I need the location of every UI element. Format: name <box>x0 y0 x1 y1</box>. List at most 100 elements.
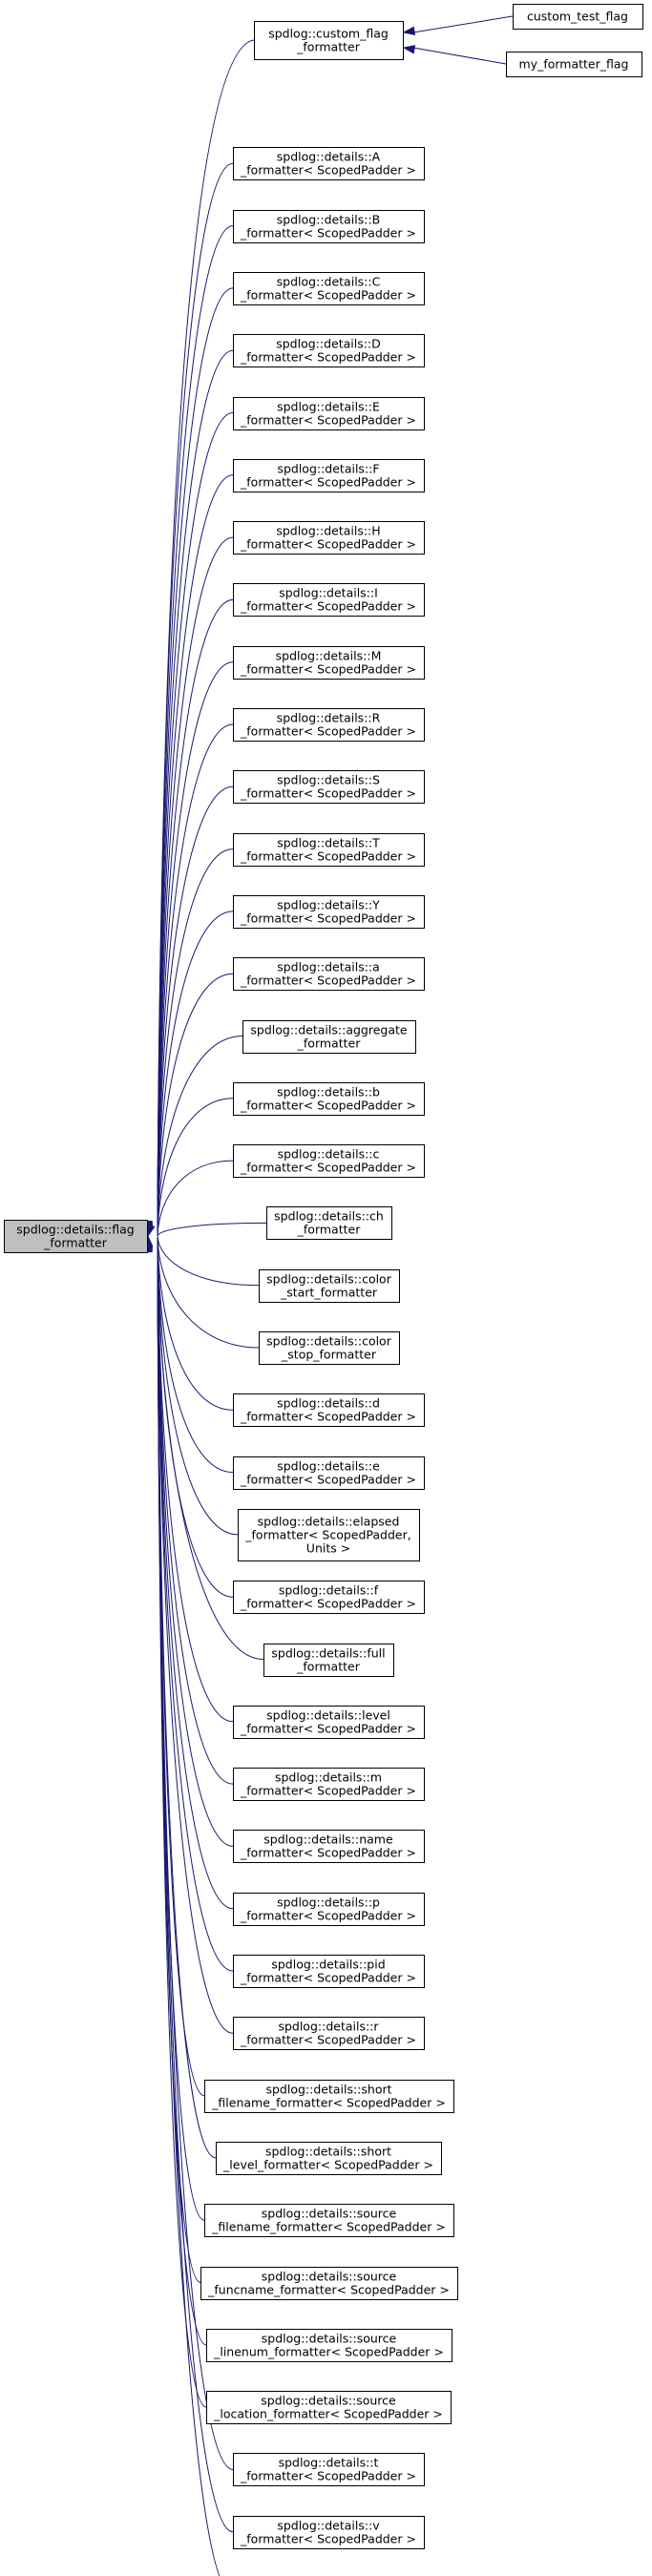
class-node-spdlog-details-color-stop-formatter[interactable]: spdlog::details::color_stop_formatter <box>259 1331 400 1365</box>
class-box <box>233 1893 425 1926</box>
class-node-spdlog-details-level-formatter-scopedpadder[interactable]: spdlog::details::level_formatter< Scoped… <box>233 1706 425 1739</box>
class-name-line: spdlog::details::R <box>277 711 381 725</box>
class-node-spdlog-details-t-formatter-scopedpadder[interactable]: spdlog::details::t_formatter< ScopedPadd… <box>233 2453 425 2486</box>
class-name-line: spdlog::details::source <box>262 2332 397 2346</box>
inheritance-edge <box>157 1160 234 1236</box>
class-name-line: _formatter< ScopedPadder, <box>244 1528 410 1542</box>
class-name-line: _formatter< ScopedPadder > <box>240 1597 416 1611</box>
class-name-line: _formatter< ScopedPadder > <box>240 226 416 241</box>
class-name-line: _formatter< ScopedPadder > <box>240 163 416 178</box>
class-node-spdlog-details-source-linenum-formatter-scopedpadder[interactable]: spdlog::details::source_linenum_formatte… <box>206 2329 452 2362</box>
class-box <box>233 957 425 991</box>
class-node-spdlog-details-source-location-formatter-scopedpadder[interactable]: spdlog::details::source_location_formatt… <box>206 2391 452 2424</box>
class-node-spdlog-details-e-formatter-scopedpadder[interactable]: spdlog::details::e_formatter< ScopedPadd… <box>233 1456 425 1490</box>
class-name-line: spdlog::details::E <box>277 400 380 414</box>
class-name-line: _linenum_formatter< ScopedPadder > <box>213 2345 444 2359</box>
class-node-spdlog-details-aggregate-formatter[interactable]: spdlog::details::aggregate_formatter <box>242 1020 416 1054</box>
class-name-line: _formatter< ScopedPadder > <box>240 2033 416 2047</box>
class-node-flag-formatter[interactable]: spdlog::details::flag_formatter <box>4 1220 148 1253</box>
class-node-spdlog-details-name-formatter-scopedpadder[interactable]: spdlog::details::name_formatter< ScopedP… <box>233 1830 425 1863</box>
class-name-line: _formatter< ScopedPadder > <box>240 413 416 428</box>
class-node-spdlog-details-color-start-formatter[interactable]: spdlog::details::color_start_formatter <box>259 1269 400 1303</box>
class-nodes: spdlog::details::A_formatter< ScopedPadd… <box>4 4 643 2549</box>
class-node-spdlog-details-r-formatter-scopedpadder[interactable]: spdlog::details::r_formatter< ScopedPadd… <box>233 2017 425 2050</box>
class-node-spdlog-details-m-formatter-scopedpadder[interactable]: spdlog::details::M_formatter< ScopedPadd… <box>233 646 425 680</box>
class-node-spdlog-details-source-funcname-formatter-scopedpadder[interactable]: spdlog::details::source_funcname_formatt… <box>200 2267 458 2300</box>
class-node-spdlog-details-short-filename-formatter-scopedpadder[interactable]: spdlog::details::short_filename_formatte… <box>204 2080 454 2113</box>
class-node-spdlog-details-source-filename-formatter-scopedpadder[interactable]: spdlog::details::source_filename_formatt… <box>204 2204 454 2237</box>
class-box <box>233 1955 425 1988</box>
class-node-spdlog-details-s-formatter-scopedpadder[interactable]: spdlog::details::S_formatter< ScopedPadd… <box>233 770 425 804</box>
class-name-line: _formatter< ScopedPadder > <box>240 2469 416 2483</box>
class-node-spdlog-details-short-level-formatter-scopedpadder[interactable]: spdlog::details::short_level_formatter< … <box>216 2142 442 2175</box>
class-node-spdlog-details-a-formatter-scopedpadder[interactable]: spdlog::details::A_formatter< ScopedPadd… <box>233 147 425 180</box>
class-name-line: spdlog::details::I <box>279 586 378 600</box>
class-node-spdlog-details-c-formatter-scopedpadder[interactable]: spdlog::details::C_formatter< ScopedPadd… <box>233 272 425 305</box>
class-name-line: _stop_formatter <box>281 1348 377 1362</box>
class-name-line: spdlog::details::p <box>277 1895 380 1910</box>
class-node-spdlog-details-e-formatter-scopedpadder[interactable]: spdlog::details::E_formatter< ScopedPadd… <box>233 397 425 430</box>
inheritance-edge <box>157 848 234 1235</box>
class-name-line: spdlog::details::source <box>262 2207 397 2221</box>
class-node-spdlog-details-b-formatter-scopedpadder[interactable]: spdlog::details::b_formatter< ScopedPadd… <box>233 1082 425 1116</box>
class-name-line: _formatter< ScopedPadder > <box>240 662 416 677</box>
class-box <box>266 1206 392 1240</box>
class-name-line: _formatter< ScopedPadder > <box>240 537 416 552</box>
class-node-spdlog-details-full-formatter[interactable]: spdlog::details::full_formatter <box>263 1644 394 1677</box>
inheritance-edge <box>157 1222 267 1237</box>
class-box <box>233 1768 425 1801</box>
class-name-line: _formatter< ScopedPadder > <box>240 1722 416 1736</box>
class-name-line: _formatter< ScopedPadder > <box>240 1784 416 1798</box>
class-node-spdlog-details-d-formatter-scopedpadder[interactable]: spdlog::details::D_formatter< ScopedPadd… <box>233 334 425 367</box>
class-name-line: spdlog::custom_flag <box>268 27 389 41</box>
class-node-spdlog-details-pid-formatter-scopedpadder[interactable]: spdlog::details::pid_formatter< ScopedPa… <box>233 1955 425 1988</box>
class-node-spdlog-details-elapsed-formatter-scopedpadder-units[interactable]: spdlog::details::elapsed_formatter< Scop… <box>238 1509 420 1561</box>
class-node-spdlog-details-p-formatter-scopedpadder[interactable]: spdlog::details::p_formatter< ScopedPadd… <box>233 1893 425 1926</box>
class-box <box>233 583 425 617</box>
inheritance-edge <box>157 1236 260 1287</box>
class-node-spdlog-details-y-formatter-scopedpadder[interactable]: spdlog::details::Y_formatter< ScopedPadd… <box>233 895 425 929</box>
class-node-spdlog-details-m-formatter-scopedpadder[interactable]: spdlog::details::m_formatter< ScopedPadd… <box>233 1768 425 1801</box>
inheritance-edge <box>157 1237 264 1660</box>
class-node-spdlog-details-i-formatter-scopedpadder[interactable]: spdlog::details::I_formatter< ScopedPadd… <box>233 583 425 617</box>
class-node-spdlog-details-t-formatter-scopedpadder[interactable]: spdlog::details::T_formatter< ScopedPadd… <box>233 833 425 867</box>
class-name-line: _formatter< ScopedPadder > <box>240 911 416 926</box>
class-node-spdlog-details-v-formatter-scopedpadder[interactable]: spdlog::details::v_formatter< ScopedPadd… <box>233 2516 425 2549</box>
class-name-line: _level_formatter< ScopedPadder > <box>222 2158 433 2172</box>
class-node-spdlog-details-b-formatter-scopedpadder[interactable]: spdlog::details::B_formatter< ScopedPadd… <box>233 210 425 243</box>
class-box <box>233 334 425 367</box>
class-name-line: spdlog::details::v <box>277 2519 380 2533</box>
class-name-line: _formatter <box>297 1223 362 1237</box>
class-name-line: _formatter< ScopedPadder > <box>240 786 416 801</box>
class-box <box>233 521 425 555</box>
class-node-spdlog-details-ch-formatter[interactable]: spdlog::details::ch_formatter <box>266 1206 392 1240</box>
class-box <box>259 1331 400 1365</box>
class-box <box>233 833 425 867</box>
class-node-custom-test-flag[interactable]: custom_test_flag <box>513 4 643 30</box>
class-name-line: spdlog::details::f <box>279 1583 379 1598</box>
class-name-line: spdlog::details::e <box>277 1459 380 1474</box>
class-node-spdlog-details-c-formatter-scopedpadder[interactable]: spdlog::details::c_formatter< ScopedPadd… <box>233 1144 425 1178</box>
class-node-spdlog-details-r-formatter-scopedpadder[interactable]: spdlog::details::R_formatter< ScopedPadd… <box>233 708 425 742</box>
class-box <box>233 1144 425 1178</box>
class-node-custom-flag-formatter[interactable]: spdlog::custom_flag_formatter <box>254 21 404 60</box>
class-name-line: _formatter< ScopedPadder > <box>240 1971 416 1985</box>
inheritance-edge <box>157 973 234 1235</box>
class-box <box>233 272 425 305</box>
inheritance-edge <box>157 1236 234 1474</box>
class-name-line: spdlog::details::aggregate <box>250 1023 408 1037</box>
class-node-spdlog-details-f-formatter-scopedpadder[interactable]: spdlog::details::F_formatter< ScopedPadd… <box>233 459 425 492</box>
inheritance-edge <box>157 911 234 1235</box>
class-name-line: spdlog::details::full <box>271 1646 385 1661</box>
class-name-line: _formatter< ScopedPadder > <box>240 475 416 490</box>
class-node-spdlog-details-h-formatter-scopedpadder[interactable]: spdlog::details::H_formatter< ScopedPadd… <box>233 521 425 555</box>
class-name-line: _start_formatter <box>280 1286 378 1300</box>
class-node-spdlog-details-f-formatter-scopedpadder[interactable]: spdlog::details::f_formatter< ScopedPadd… <box>233 1581 425 1614</box>
class-node-spdlog-details-d-formatter-scopedpadder[interactable]: spdlog::details::d_formatter< ScopedPadd… <box>233 1393 425 1427</box>
class-name-line: _formatter< ScopedPadder > <box>240 2532 416 2546</box>
class-node-spdlog-details-a-formatter-scopedpadder[interactable]: spdlog::details::a_formatter< ScopedPadd… <box>233 957 425 991</box>
class-node-my-formatter-flag[interactable]: my_formatter_flag <box>506 52 642 77</box>
inheritance-edge <box>157 1036 243 1236</box>
class-name-line: spdlog::details::S <box>277 773 380 787</box>
